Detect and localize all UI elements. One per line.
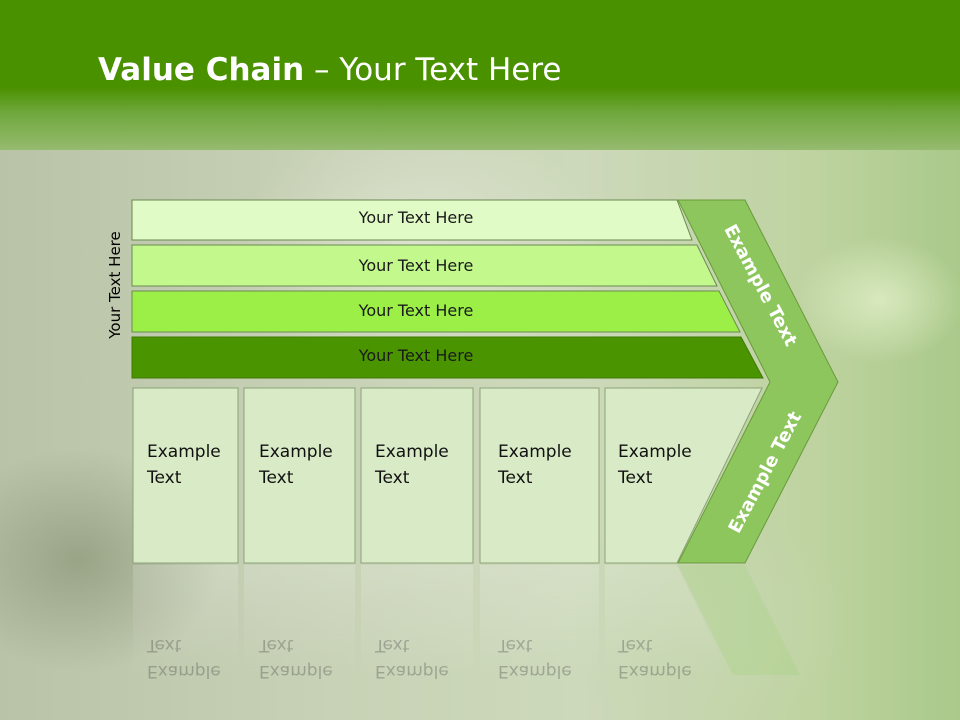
chevron-reflection (678, 565, 800, 675)
row-bar-3 (131, 290, 741, 333)
reflection-group (133, 565, 800, 675)
cell-3-reflection (361, 565, 473, 675)
cell-4 (479, 387, 600, 564)
chevron-arrow (677, 199, 839, 564)
cell-5-reflection (605, 565, 730, 675)
row-bar-4 (131, 336, 764, 379)
row-label-2: Your Text Here (358, 256, 474, 275)
cell-1-reflection (133, 565, 238, 675)
cell-4-reflection (480, 565, 599, 675)
cell-3 (360, 387, 474, 564)
row-bar-2 (131, 244, 718, 287)
title-rest: – Your Text Here (304, 52, 562, 88)
cell-2 (243, 387, 356, 564)
cell-1 (132, 387, 239, 564)
title-bold: Value Chain (98, 52, 305, 88)
row-label-1: Your Text Here (358, 208, 474, 227)
cell-2-reflection (244, 565, 355, 675)
cell-5 (604, 387, 763, 564)
slide-title: Value Chain – Your Text Here (98, 52, 561, 88)
row-label-4: Your Text Here (358, 346, 474, 365)
header-bar (0, 0, 960, 150)
row-label-3: Your Text Here (358, 301, 474, 320)
row-bar-1 (131, 199, 693, 241)
